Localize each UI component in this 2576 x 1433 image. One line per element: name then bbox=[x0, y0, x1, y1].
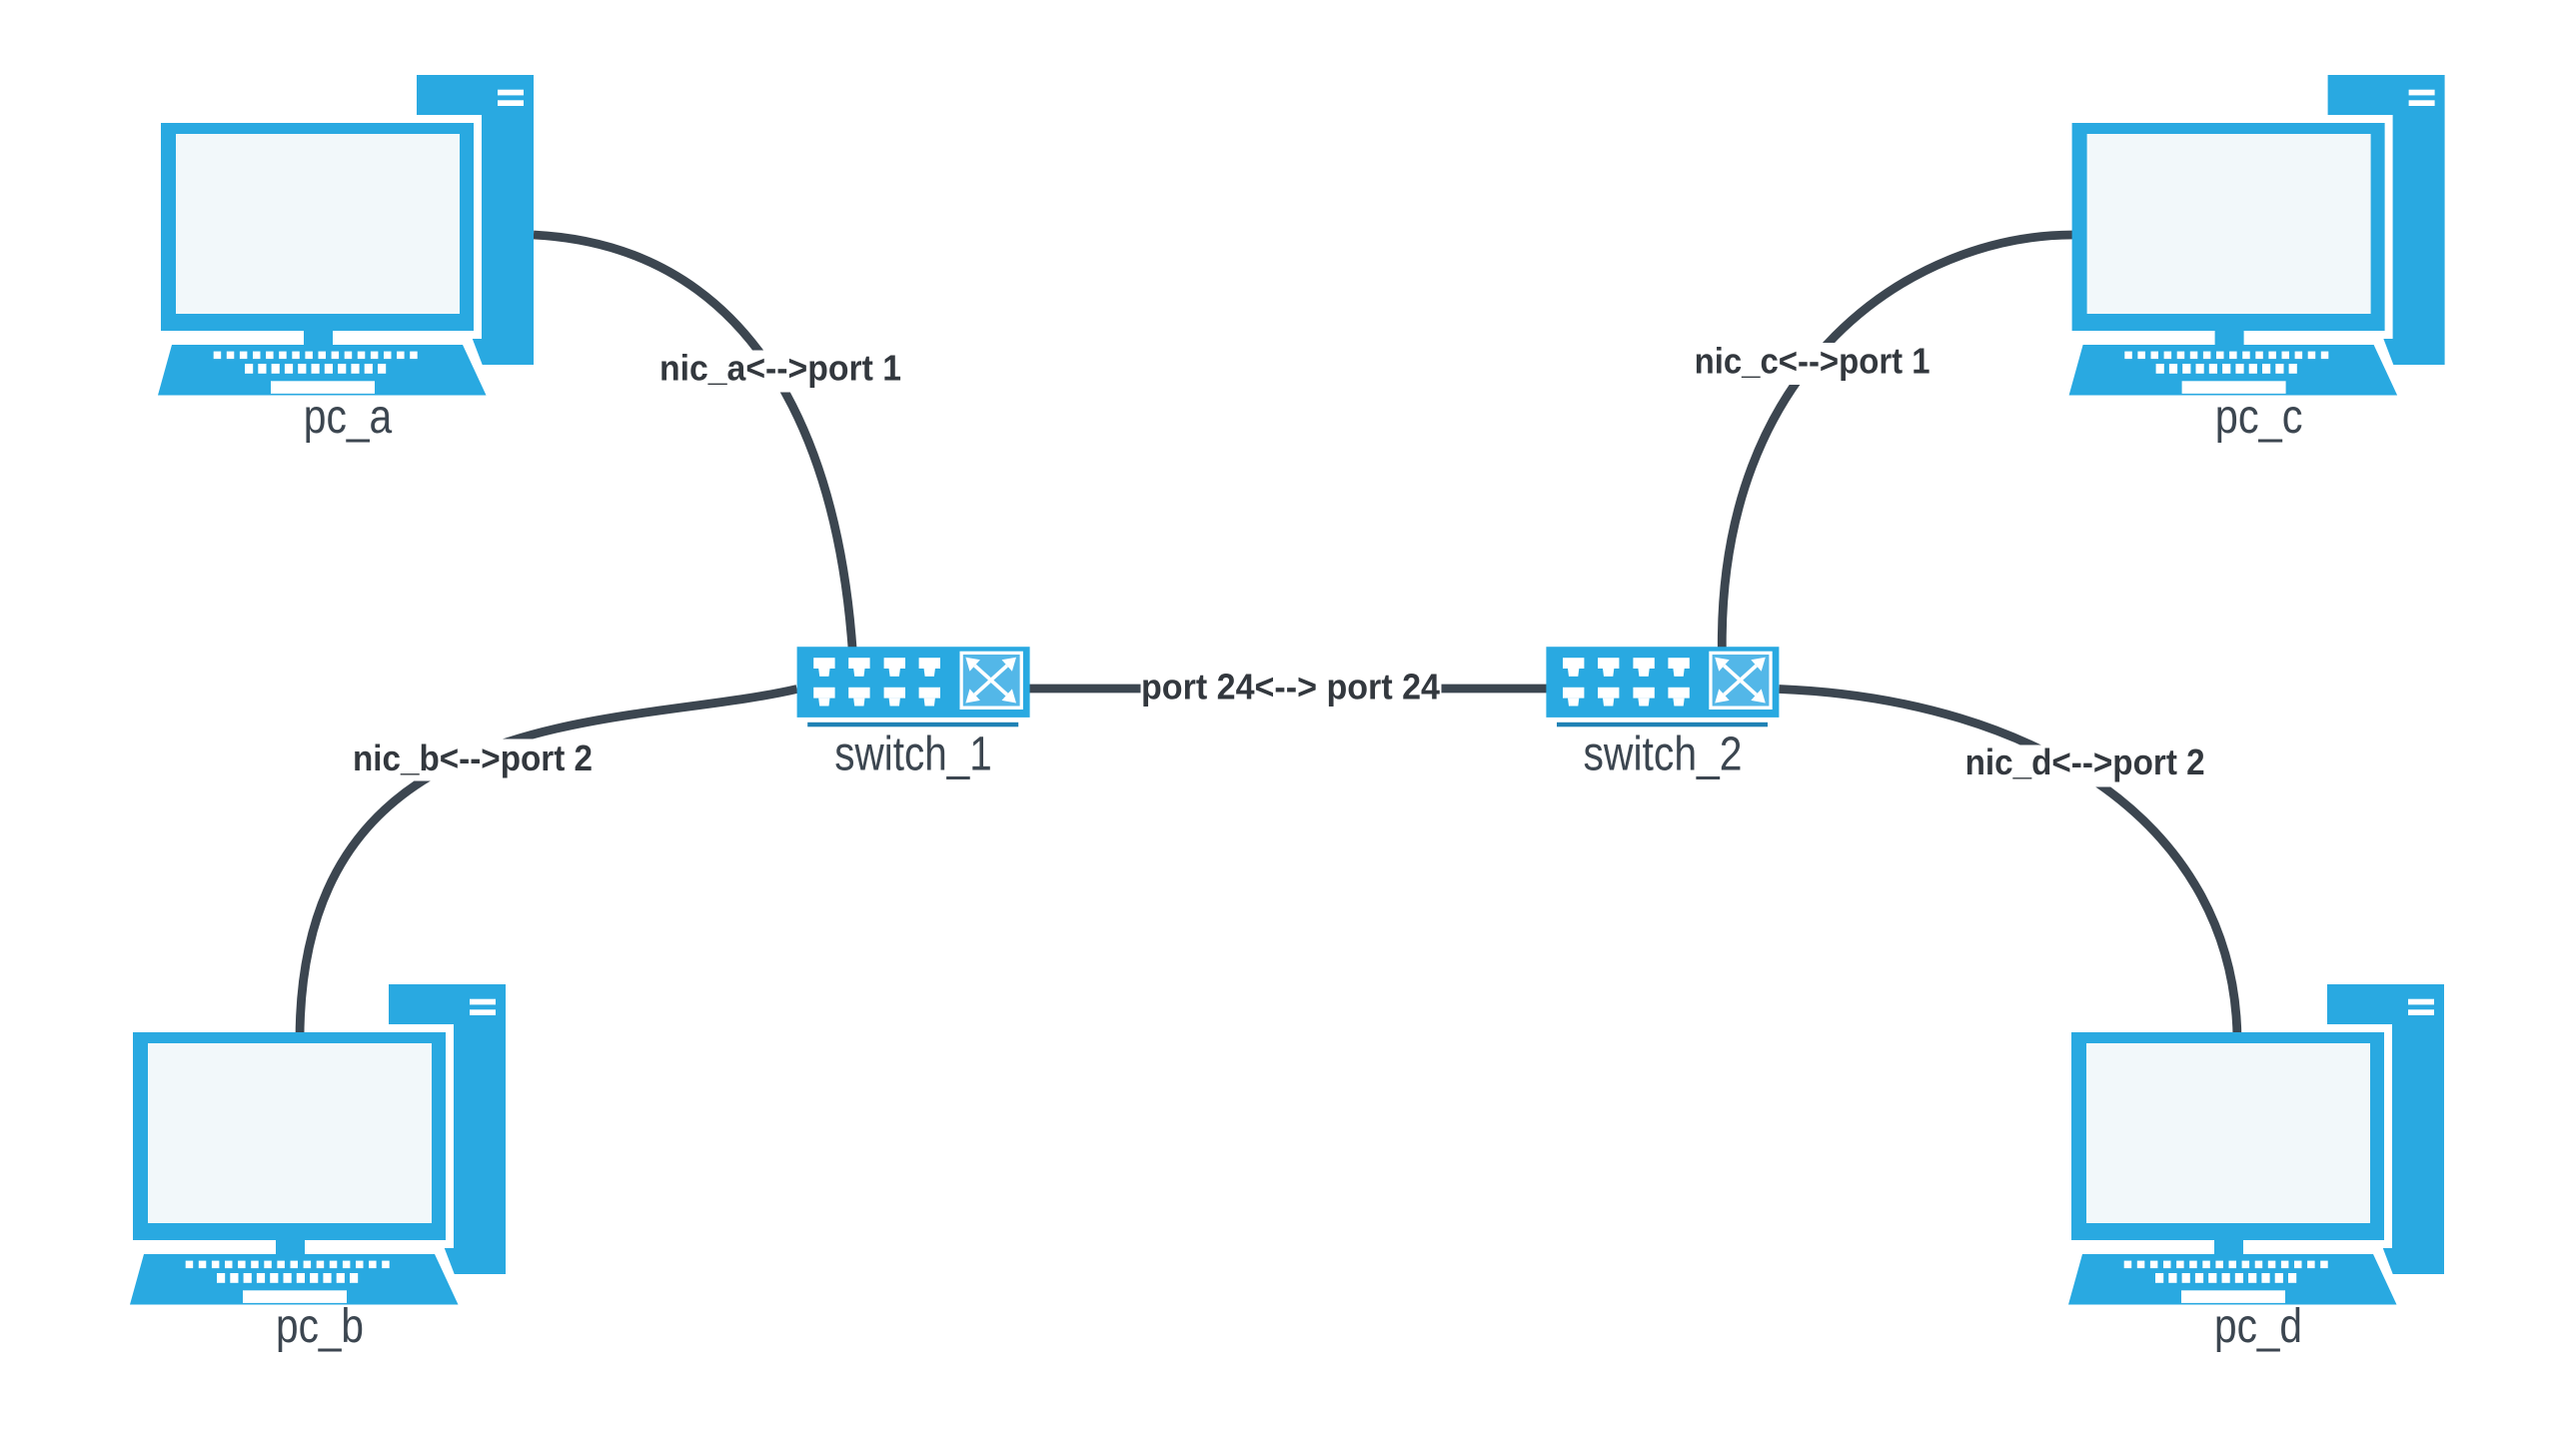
svg-text:nic_a<-->port 1: nic_a<-->port 1 bbox=[659, 348, 901, 389]
svg-text:pc_a: pc_a bbox=[304, 391, 393, 444]
svg-text:nic_d<-->port 2: nic_d<-->port 2 bbox=[1965, 741, 2205, 782]
svg-text:pc_d: pc_d bbox=[2214, 1300, 2302, 1353]
svg-text:pc_b: pc_b bbox=[276, 1300, 364, 1353]
svg-text:pc_c: pc_c bbox=[2215, 391, 2303, 444]
svg-text:nic_c<-->port 1: nic_c<-->port 1 bbox=[1695, 341, 1931, 382]
svg-text:switch_2: switch_2 bbox=[1584, 727, 1743, 780]
svg-text:nic_b<-->port 2: nic_b<-->port 2 bbox=[353, 737, 593, 778]
svg-text:port 24<--> port 24: port 24<--> port 24 bbox=[1141, 667, 1441, 708]
svg-text:switch_1: switch_1 bbox=[834, 727, 992, 780]
